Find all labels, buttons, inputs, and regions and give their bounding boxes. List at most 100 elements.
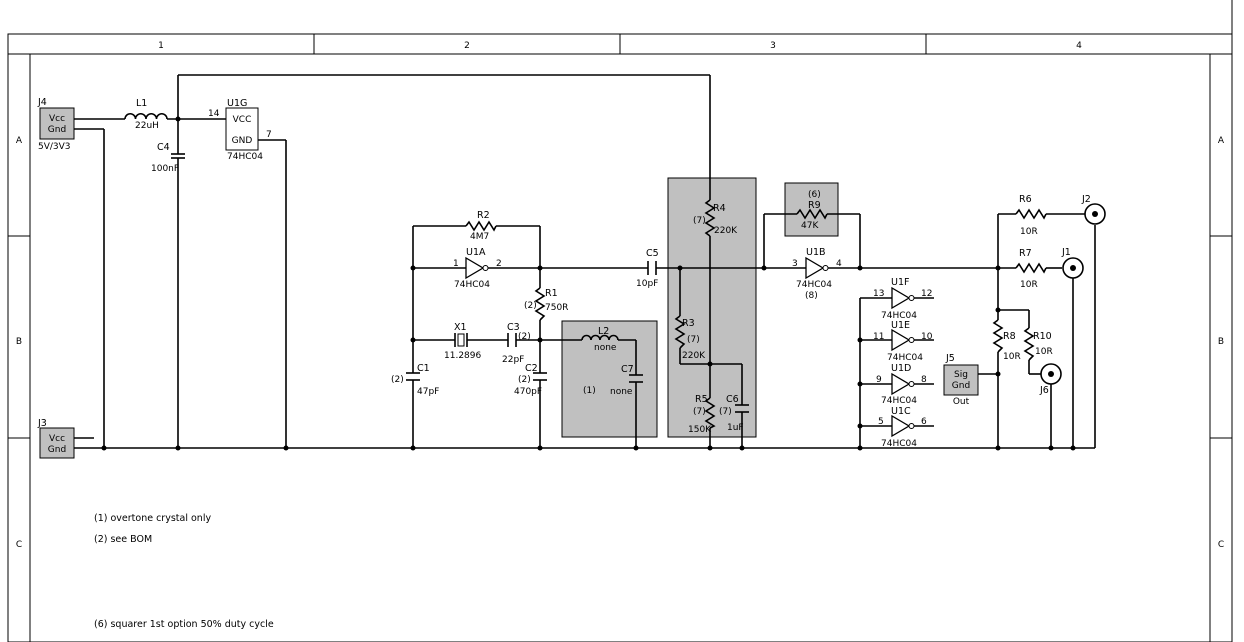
- r5-note: (7): [693, 407, 706, 417]
- c1-ref: C1: [417, 363, 430, 374]
- r9-value: 47K: [801, 221, 819, 231]
- inductor-l2: L2 none (1): [581, 326, 619, 396]
- u1c-pin-in: 5: [878, 417, 884, 427]
- x1-value: 11.2896: [444, 351, 481, 361]
- l2-group-note: (1): [583, 386, 596, 396]
- c6-note: (7): [719, 407, 732, 417]
- r4-value: 220K: [714, 226, 738, 236]
- r2-ref: R2: [477, 210, 490, 221]
- u1f-pin-in: 13: [873, 289, 884, 299]
- c2-value: 470pF: [514, 387, 542, 397]
- row-label-a-left: A: [16, 136, 23, 146]
- column-label-2: 2: [464, 41, 470, 51]
- c5-value: 10pF: [636, 279, 658, 289]
- u1d-part: 74HC04: [881, 396, 917, 406]
- c3-note: (2): [518, 332, 531, 342]
- u1g-pin14: 14: [208, 109, 220, 119]
- squarer-option-group: [784, 182, 839, 237]
- r1-value: 750R: [545, 303, 568, 313]
- u1c-pin-out: 6: [921, 417, 927, 427]
- j2-ref: J2: [1081, 194, 1091, 205]
- j5-sig-label: Sig: [954, 370, 968, 380]
- j4-vcc-label: Vcc: [49, 114, 65, 124]
- c7-ref: C7: [621, 364, 634, 375]
- note-squarer: (6) squarer 1st option 50% duty cycle: [94, 619, 274, 630]
- u1c-part: 74HC04: [881, 439, 917, 449]
- capacitor-c7: C7 none: [610, 364, 643, 397]
- c5-ref: C5: [646, 248, 659, 259]
- r9-note: (6): [808, 190, 821, 200]
- r1-ref: R1: [545, 288, 558, 299]
- column-label-4: 4: [1076, 41, 1082, 51]
- c2-ref: C2: [525, 363, 538, 374]
- u1a-ref: U1A: [466, 247, 486, 258]
- row-label-c-right: C: [1218, 540, 1224, 550]
- notes: (1) overtone crystal only (2) see BOM (6…: [94, 513, 274, 630]
- wires: [74, 74, 1096, 449]
- r3-value: 220K: [682, 351, 706, 361]
- r4-ref: R4: [713, 203, 726, 214]
- u1e-pin-in: 11: [873, 332, 884, 342]
- connector-j4: J4 Vcc Gnd 5V/3V3: [37, 97, 75, 152]
- crystal-x1: X1 11.2896: [444, 322, 481, 361]
- r3-ref: R3: [682, 318, 695, 329]
- note-overtone: (1) overtone crystal only: [94, 513, 211, 524]
- inductor-l1: L1 22uH: [124, 98, 168, 131]
- c2-note: (2): [518, 375, 531, 385]
- ic-u1g: U1G VCC GND 14 7 74HC04: [208, 98, 272, 162]
- u1g-pin7: 7: [266, 130, 272, 140]
- j3-vcc-label: Vcc: [49, 434, 65, 444]
- r7-ref: R7: [1019, 248, 1032, 259]
- r10-ref: R10: [1033, 331, 1052, 342]
- u1d-pin-out: 8: [921, 375, 927, 385]
- row-label-b-left: B: [16, 337, 22, 347]
- x1-ref: X1: [454, 322, 467, 333]
- resistor-r3: R3 (7) 220K: [674, 315, 706, 361]
- j4-gnd-label: Gnd: [48, 125, 66, 135]
- l1-value: 22uH: [135, 121, 159, 131]
- c6-ref: C6: [726, 394, 739, 405]
- c1-note: (2): [391, 375, 404, 385]
- r1-note: (2): [524, 301, 537, 311]
- j3-gnd-label: Gnd: [48, 445, 66, 455]
- j5-value: Out: [953, 397, 970, 407]
- bias-network-group: [667, 177, 757, 438]
- u1g-gnd-label: GND: [232, 136, 253, 146]
- u1d-pin-in: 9: [876, 375, 882, 385]
- u1c-ref: U1C: [891, 406, 911, 417]
- capacitor-c5: C5 10pF: [636, 248, 659, 289]
- coax-j2: J2: [1081, 194, 1106, 225]
- r8-value: 10R: [1003, 352, 1021, 362]
- resistor-r4: R4 (7) 220K: [693, 199, 738, 237]
- u1b-note: (8): [805, 291, 818, 301]
- connector-j5: J5 Sig Gnd Out: [943, 353, 979, 407]
- drawing-frame: 1 2 3 4 A B C A B C: [7, 0, 1233, 642]
- c1-value: 47pF: [417, 387, 439, 397]
- l2-ref: L2: [598, 326, 609, 337]
- c4-ref: C4: [157, 142, 170, 153]
- u1a-pin-in: 1: [453, 259, 459, 269]
- c3-ref: C3: [507, 322, 520, 333]
- c6-value: 1uF: [727, 423, 744, 433]
- resistor-r8: R8 10R: [992, 319, 1021, 362]
- u1b-pin-in: 3: [792, 259, 798, 269]
- r8-ref: R8: [1003, 331, 1016, 342]
- l1-ref: L1: [136, 98, 147, 109]
- row-label-a-right: A: [1218, 136, 1225, 146]
- r9-ref: R9: [808, 200, 821, 211]
- inverter-u1a: U1A 1 2 74HC04: [453, 247, 502, 290]
- r7-value: 10R: [1020, 280, 1038, 290]
- resistor-r9: (6) R9 47K: [796, 190, 828, 231]
- inverter-u1c: U1C 5 6 74HC04: [878, 406, 927, 449]
- inverter-u1f: U1F 13 12 74HC04: [873, 277, 932, 321]
- u1g-ref: U1G: [227, 98, 247, 109]
- u1f-ref: U1F: [891, 277, 909, 288]
- u1e-part: 74HC04: [887, 353, 923, 363]
- l2-value: none: [594, 343, 617, 353]
- junction-dots: [101, 116, 1076, 451]
- capacitor-c6: C6 (7) 1uF: [719, 394, 749, 433]
- resistor-r10: R10 10R: [1023, 327, 1053, 361]
- inverter-u1b: U1B 3 4 74HC04 (8): [792, 247, 842, 301]
- coax-j6: J6: [1039, 363, 1062, 396]
- r5-value: 150K: [688, 425, 712, 435]
